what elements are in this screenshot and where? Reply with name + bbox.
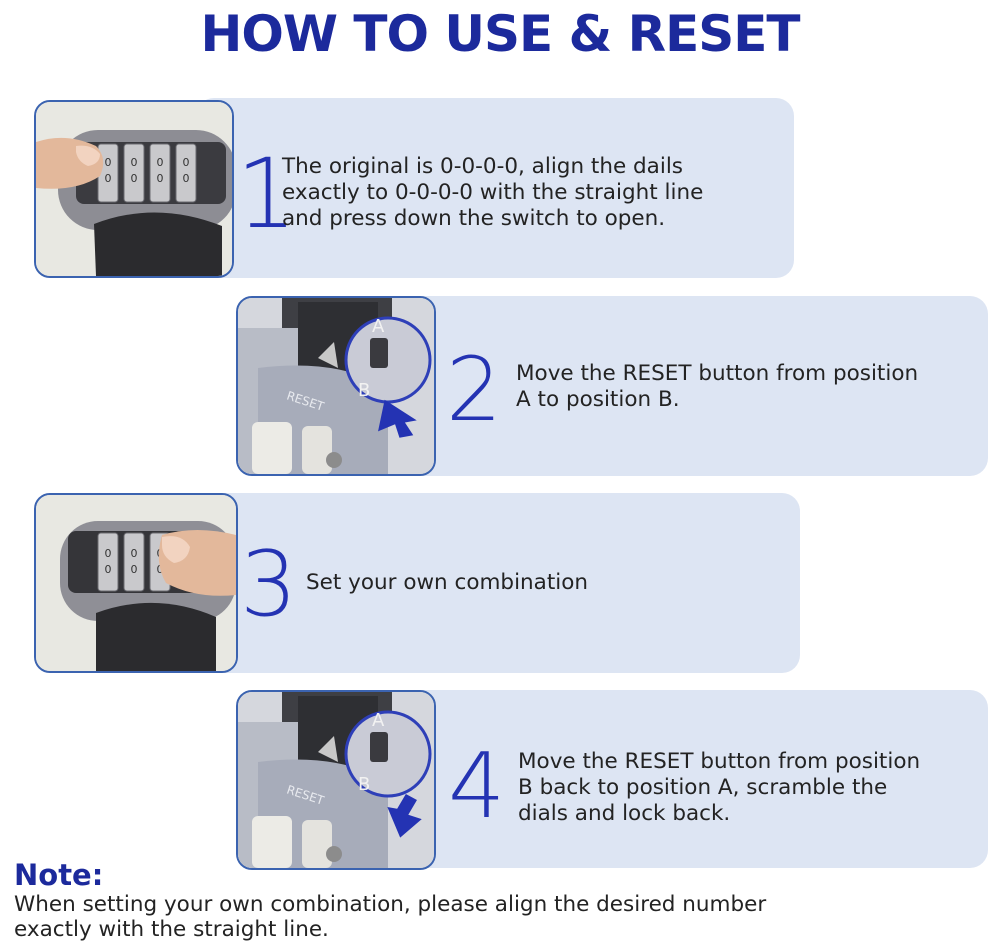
step-4-number: 4 [448,734,506,839]
step-1-photo: 0 0 0 0 0 0 0 0 [34,100,234,278]
svg-text:0: 0 [131,563,138,576]
svg-text:0: 0 [157,172,164,185]
page-title: HOW TO USE & RESET [200,5,800,63]
step-2-photo: RESET A B [236,296,436,476]
svg-text:0: 0 [131,172,138,185]
step-2-position-b: B [358,380,370,401]
step-2-panel [400,296,988,476]
step-4-position-a: A [372,710,385,731]
svg-text:0: 0 [105,172,112,185]
svg-text:0: 0 [105,563,112,576]
step-2-text: Move the RESET button from position A to… [516,361,919,412]
step-1-number: 1 [236,138,298,250]
step-3-panel [200,493,800,673]
note-text: When setting your own combination, pleas… [14,892,767,942]
svg-text:0: 0 [105,547,112,560]
svg-text:0: 0 [157,156,164,169]
step-4-photo: RESET A B [236,690,436,870]
step-3-number: 3 [240,532,298,637]
step-3-text: Set your own combination [306,570,589,595]
step-4-position-b: B [358,774,370,795]
step-3-photo: 000 000 [34,493,238,673]
svg-text:0: 0 [183,156,190,169]
svg-text:0: 0 [105,156,112,169]
step-2-position-a: A [372,316,385,337]
step-1-panel [196,98,794,278]
step-1-text: The original is 0-0-0-0, align the dails… [282,154,704,231]
svg-text:0: 0 [131,156,138,169]
step-2-number: 2 [446,338,502,441]
step-4-text: Move the RESET button from position B ba… [518,749,921,826]
svg-text:0: 0 [131,547,138,560]
svg-text:0: 0 [157,563,164,576]
step-4-panel [400,690,988,868]
note-title: Note: [14,858,104,892]
svg-text:0: 0 [183,172,190,185]
